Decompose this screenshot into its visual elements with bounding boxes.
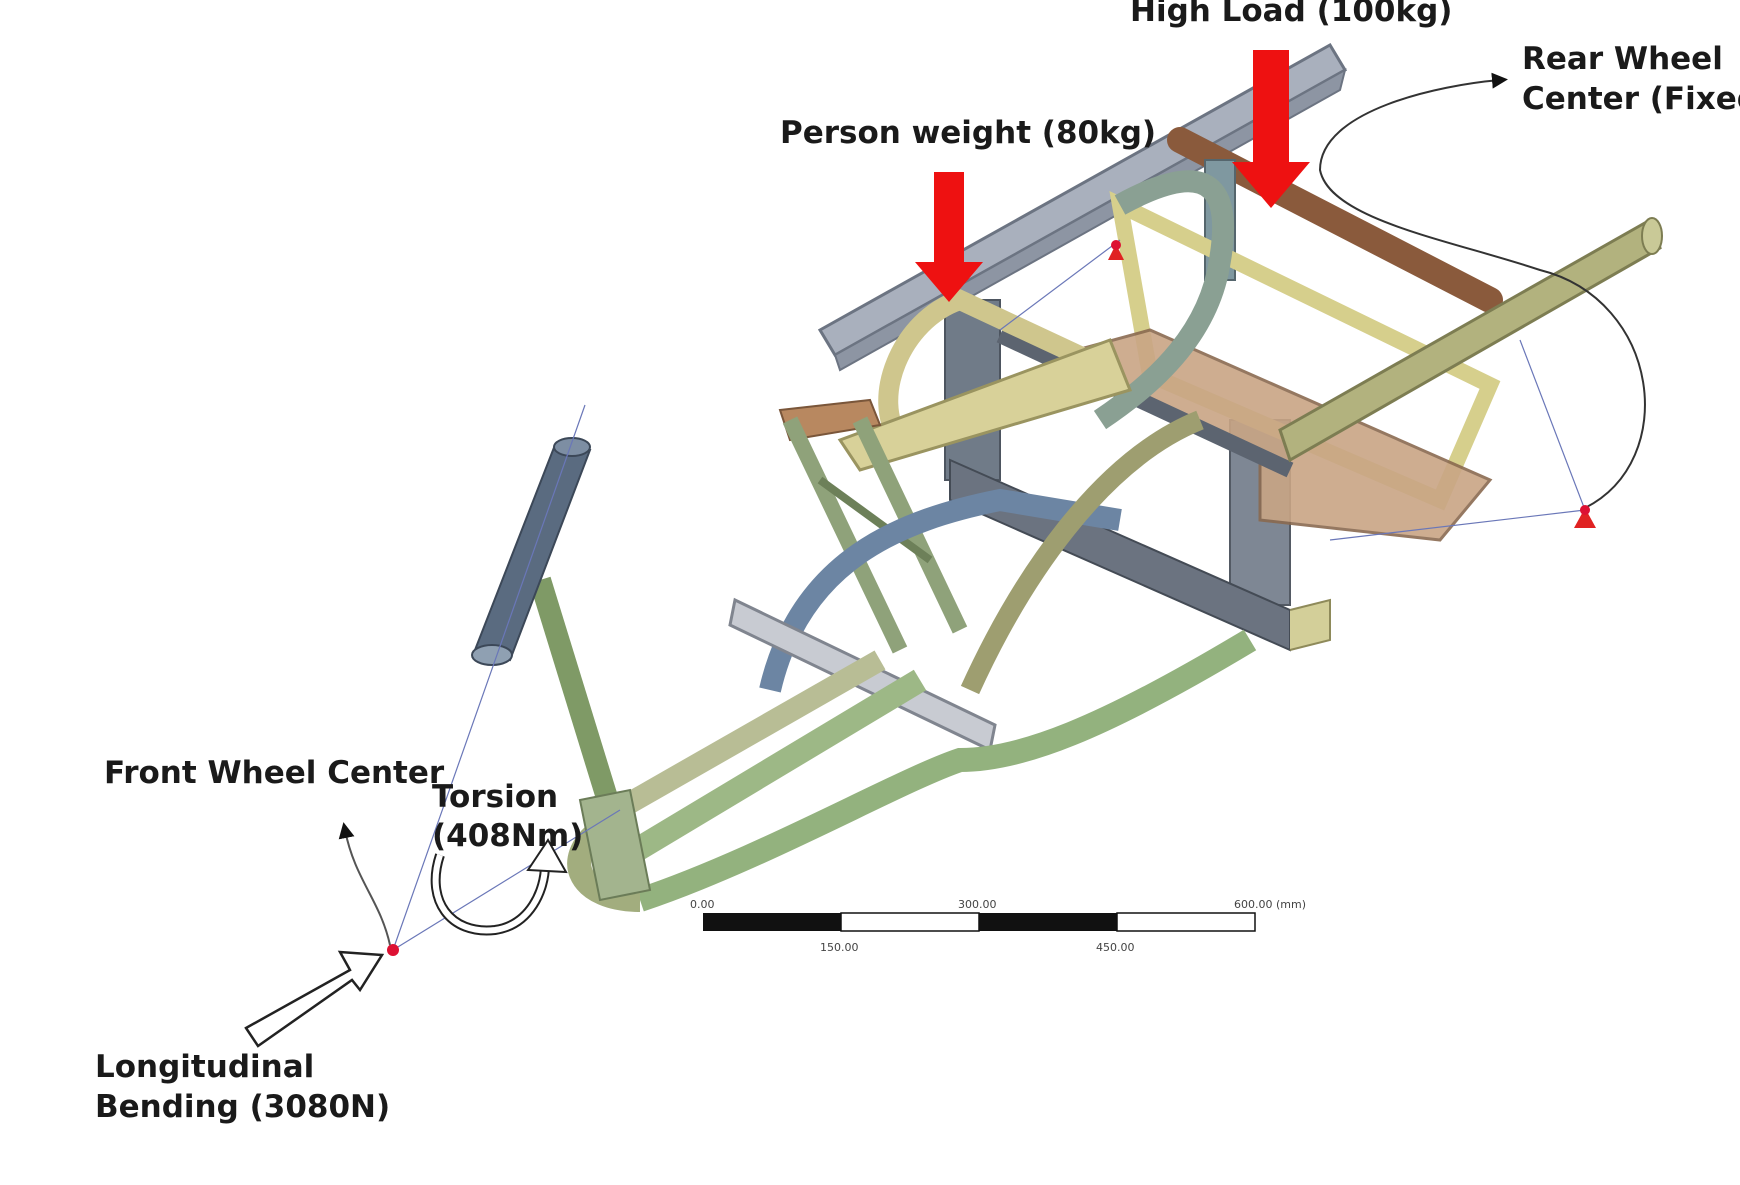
rear-loop-tube [1093, 170, 1235, 430]
diagonal-brace [960, 410, 1204, 695]
high-load-label: High Load (100kg) [1130, 0, 1453, 29]
rear-wheel-label-line2: Center (Fixed) [1522, 81, 1740, 117]
rear-wheel-label-line1: Rear Wheel [1522, 41, 1723, 77]
front-wheel-label: Front Wheel Center [104, 755, 445, 791]
front-wheel-marker [338, 822, 399, 956]
high-load-arrow [1232, 50, 1310, 208]
torsion-label-line1: Torsion [432, 779, 559, 815]
scale-label-150: 150.00 [820, 941, 859, 954]
lower-rails [567, 629, 1257, 912]
scale-label-0: 0.00 [690, 898, 715, 911]
constraint-lines [392, 239, 1586, 951]
longitudinal-label-line2: Bending (3080N) [95, 1089, 391, 1125]
steering-column [471, 437, 592, 666]
torsion-label-line2: (408Nm) [432, 818, 584, 854]
rear-wheel-support [1108, 72, 1646, 528]
fixed-support-icon [1574, 508, 1596, 528]
scale-bar: 0.00 150.00 300.00 450.00 600.00 (mm) [690, 898, 1306, 954]
scale-label-600: 600.00 (mm) [1234, 898, 1306, 911]
longitudinal-label-line1: Longitudinal [95, 1049, 315, 1085]
scale-label-450: 450.00 [1096, 941, 1135, 954]
longitudinal-arrow [244, 950, 385, 1048]
person-weight-label: Person weight (80kg) [780, 115, 1157, 151]
chassis-frame [471, 42, 1663, 912]
person-weight-arrow [915, 172, 983, 302]
torsion-arrow [430, 838, 568, 936]
scale-label-300: 300.00 [958, 898, 997, 911]
